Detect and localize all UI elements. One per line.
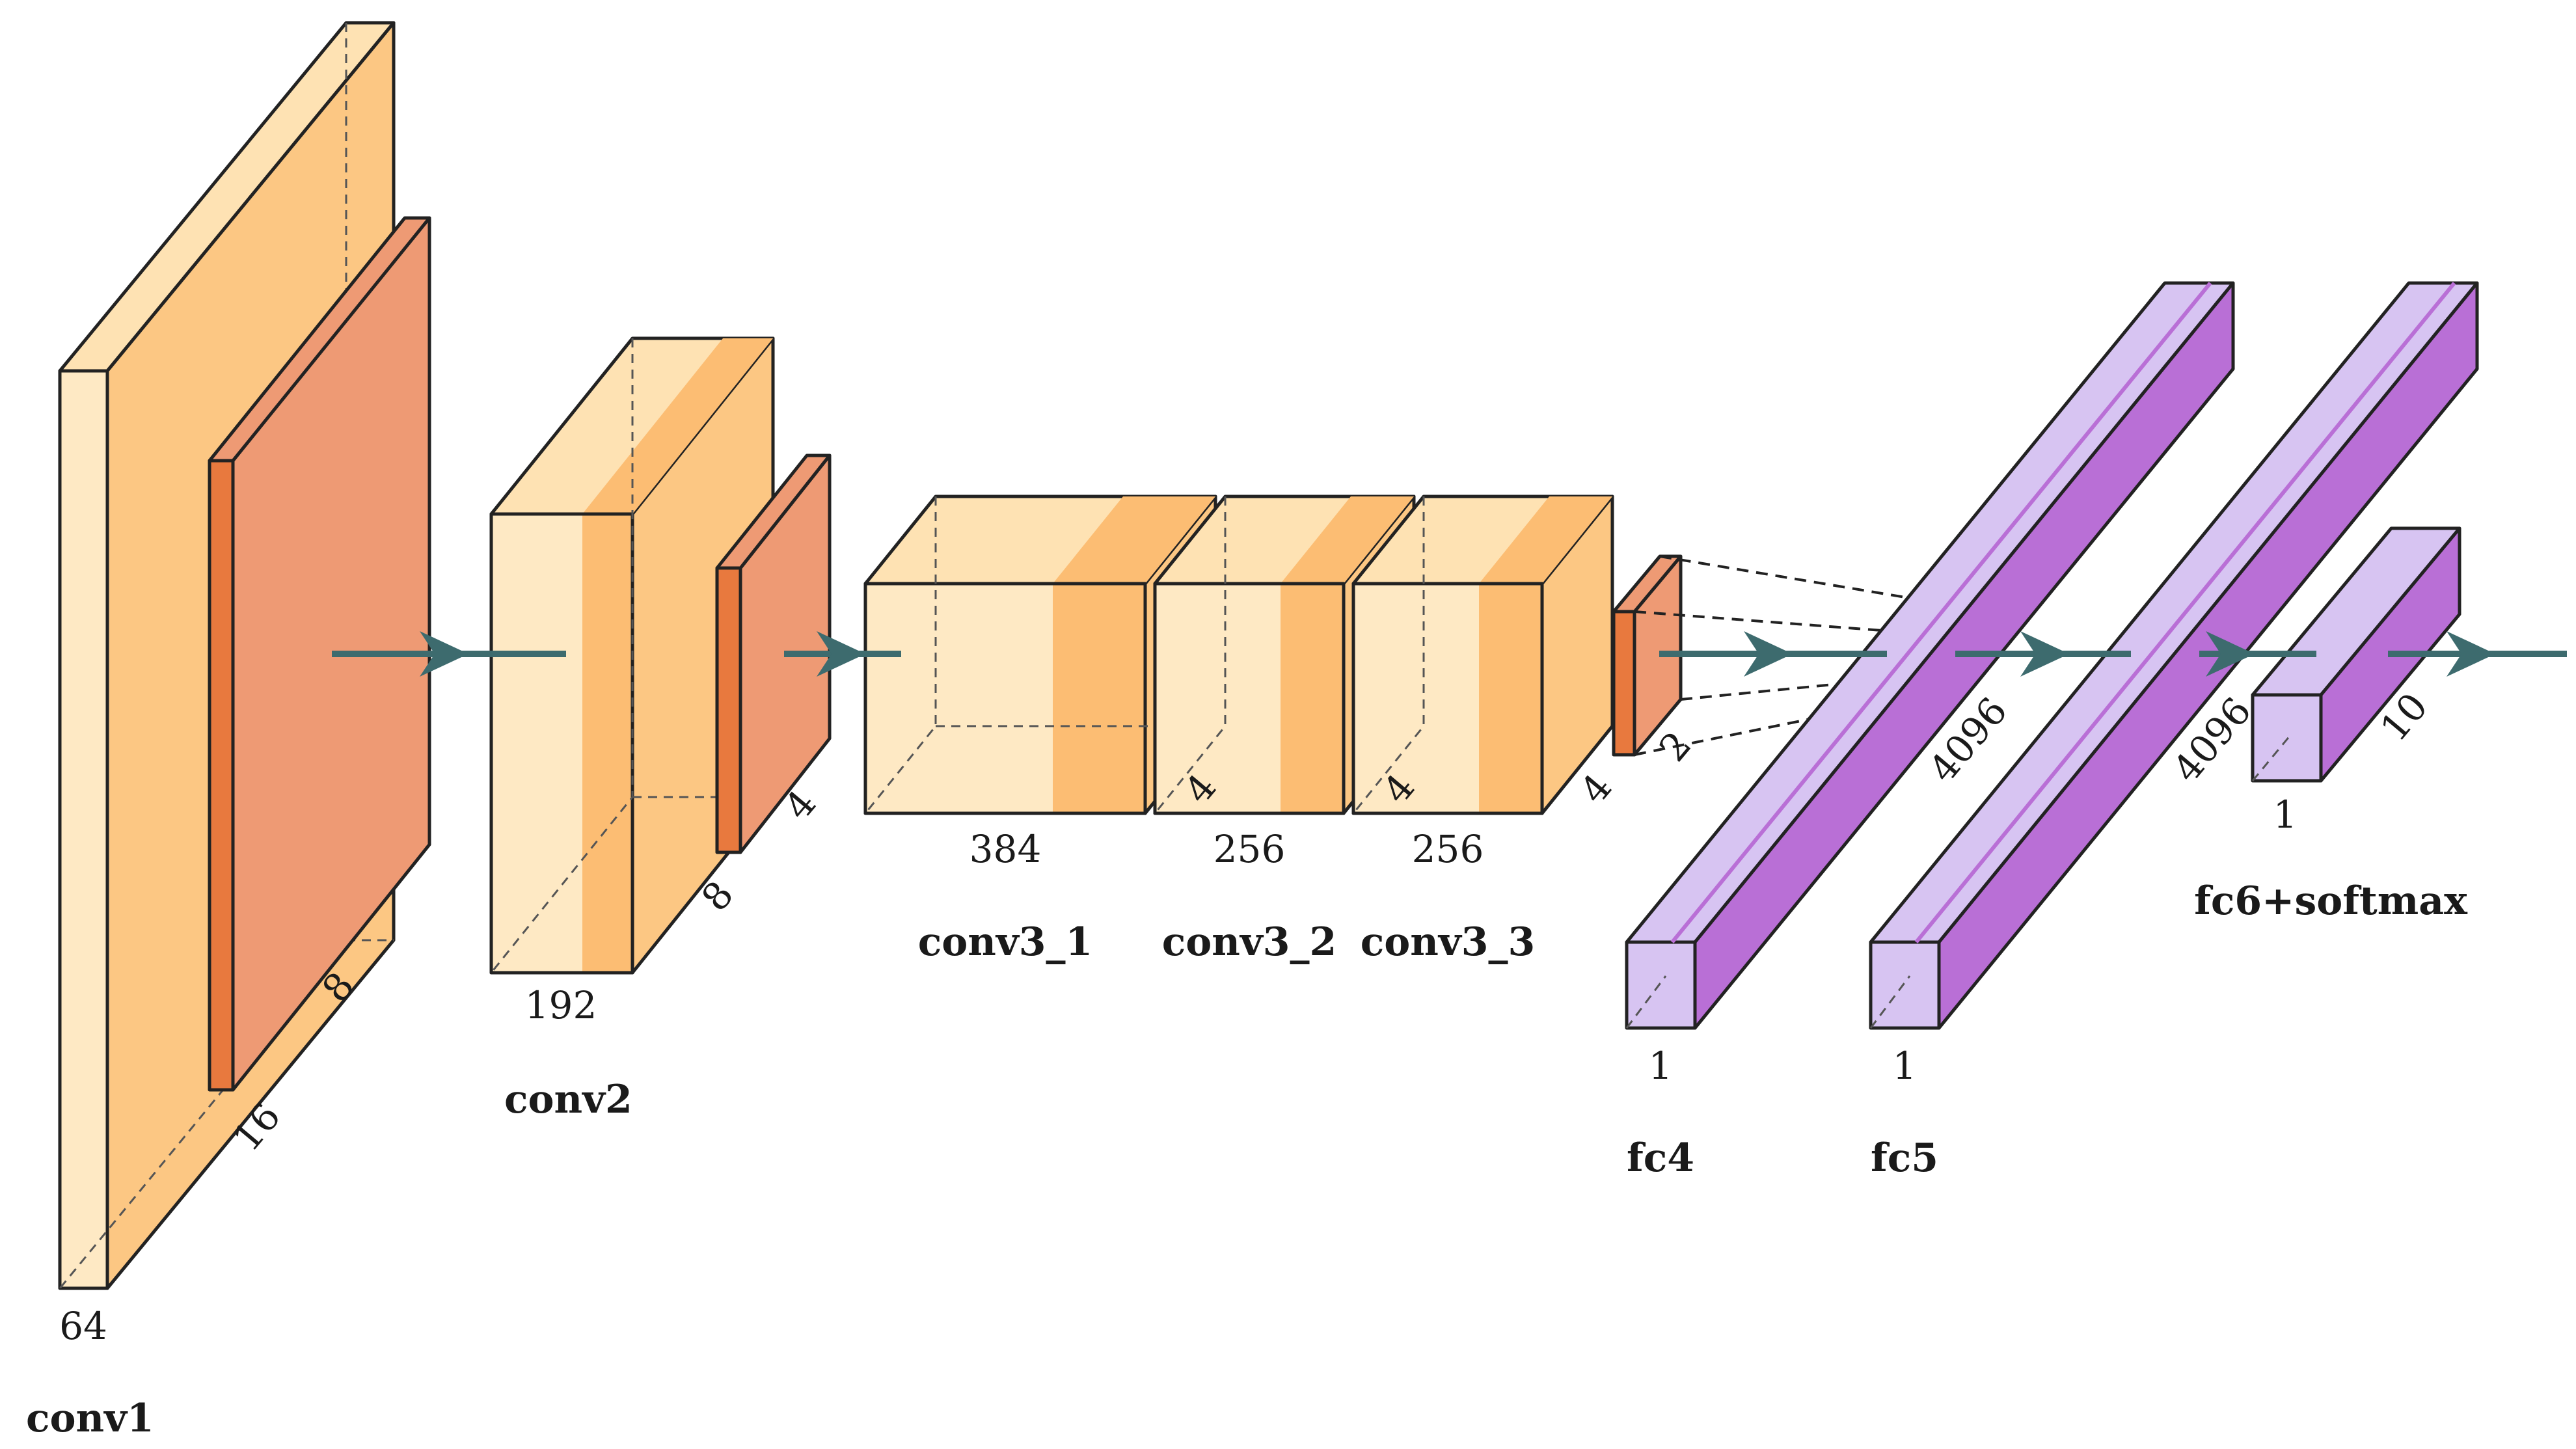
fc5-width-label: 1 — [1893, 1044, 1917, 1088]
conv2-relu-top — [582, 338, 773, 514]
conv3-3-relu-band — [1479, 584, 1542, 813]
conv3-3-name: conv3_3 — [1361, 919, 1536, 965]
fc5-name: fc5 — [1871, 1135, 1938, 1181]
conv3-1-name: conv3_1 — [918, 919, 1093, 965]
fc5-stripe — [1914, 282, 2456, 943]
conv3-2-relu-top — [1281, 496, 1414, 584]
arrowhead-icon — [2020, 631, 2069, 677]
conv3-2-name: conv3_2 — [1162, 919, 1337, 965]
conv2-block — [489, 336, 775, 975]
fc4-width-label: 1 — [1649, 1044, 1673, 1088]
conv3-3-front-outline — [1351, 582, 1544, 815]
pool3-block — [1612, 554, 1683, 757]
fc5-hidden-edge — [1869, 975, 1911, 1029]
arrowhead-icon — [2447, 631, 2495, 677]
fc6-front-face — [2251, 693, 2323, 783]
pool1-block — [208, 216, 431, 1092]
flow-arrows — [332, 631, 2567, 677]
fc6-name: fc6+softmax — [2194, 878, 2468, 924]
conv2-channels-label: 192 — [525, 983, 597, 1027]
connection-line — [1659, 555, 1914, 600]
conv3-3-hidden-edges — [1352, 496, 1425, 814]
conv3-1-relu-band — [1053, 584, 1145, 813]
conv3-1-relu-top — [1053, 496, 1215, 584]
conv1-name: conv1 — [26, 1396, 154, 1441]
fc6-width-label: 1 — [2273, 792, 2298, 837]
conv3-2-relu-band — [1281, 584, 1344, 813]
conv3-1-channels-label: 384 — [969, 827, 1042, 871]
conv1-channels-label: 64 — [59, 1304, 107, 1348]
pool1-front-face — [208, 459, 235, 1092]
conv3-out-size-label: 4 — [1571, 765, 1621, 812]
conv2-name: conv2 — [504, 1077, 632, 1122]
connection-line — [1634, 610, 1891, 632]
pool3-size-label: 2 — [1651, 723, 1700, 770]
arrowhead-icon — [1744, 631, 1793, 677]
conv1-front-face — [58, 369, 109, 1290]
conv2-front-outline — [489, 512, 634, 975]
fc4-name: fc4 — [1627, 1135, 1694, 1181]
conv3-3-channels-label: 256 — [1412, 827, 1484, 871]
layer-names: conv1 conv2 conv3_1 conv3_2 conv3_3 fc4 … — [26, 878, 2468, 1441]
conv3-3-block — [1351, 494, 1614, 815]
arrowhead-icon — [817, 631, 865, 677]
conv3-3-relu-top — [1479, 496, 1612, 584]
conv3-2-channels-label: 256 — [1213, 827, 1286, 871]
conv2-relu-band — [582, 514, 632, 973]
fc4-stripe — [1670, 282, 2212, 943]
conv3-2-hidden-edges — [1154, 496, 1227, 814]
fc4-hidden-edge — [1625, 975, 1667, 1029]
arrowhead-icon — [420, 631, 468, 677]
conv3-1-hidden-edges — [864, 496, 937, 814]
pool3-front-face — [1612, 610, 1636, 757]
conv3-1-front-outline — [863, 582, 1147, 815]
conv3-2-front-outline — [1153, 582, 1346, 815]
fc6-hidden-edge — [2251, 735, 2292, 781]
pool2-front-face — [715, 566, 742, 854]
arrowhead-icon — [2206, 631, 2255, 677]
